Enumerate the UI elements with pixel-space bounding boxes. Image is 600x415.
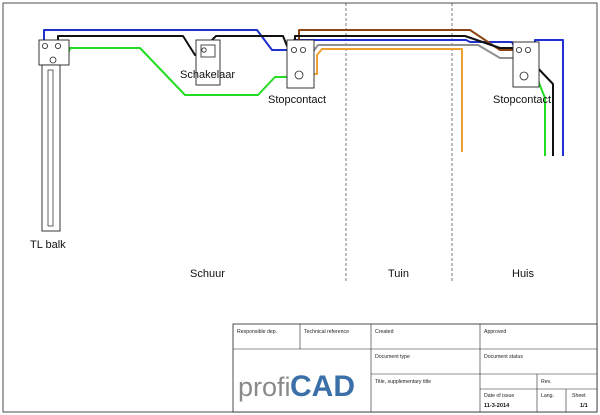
socket-left-terminal-1 [290, 47, 297, 54]
light-switch[interactable]: Schakelaar [180, 39, 235, 86]
lamp-label: TL balk [30, 239, 66, 251]
tb-document-type: Document type [375, 354, 410, 360]
lamp-terminal-earth [49, 56, 57, 64]
socket-right-label: Stopcontact [493, 94, 551, 106]
tb-lang-label: Lang. [541, 393, 554, 399]
zone-label-garden: Tuin [388, 268, 409, 280]
switch-terminal [201, 47, 207, 53]
socket-right-terminal-1 [516, 47, 523, 54]
tb-created: Created [375, 329, 394, 335]
lamp-terminal-l [55, 43, 62, 50]
tb-title-supplementary: Title, supplementary title [375, 379, 431, 385]
socket-left[interactable]: Stopcontact [268, 39, 326, 106]
logo-text-cad: CAD [290, 370, 355, 403]
tb-technical-reference: Technical reference [304, 329, 349, 335]
socket-right[interactable]: Stopcontact [493, 41, 551, 106]
socket-left-earth-terminal [294, 70, 304, 80]
socket-left-label: Stopcontact [268, 94, 326, 106]
title-block: Responsible dep. Technical reference Cre… [232, 323, 598, 413]
zone-label-house: Huis [512, 268, 535, 280]
wire-orange [309, 48, 463, 152]
zone-label-shed: Schuur [190, 268, 225, 280]
socket-left-housing [286, 39, 315, 89]
logo-text-profi: profi [238, 372, 291, 402]
socket-right-earth-terminal [519, 71, 529, 81]
lamp-tube-inner [47, 69, 54, 227]
tb-sheet-label: Sheet [572, 393, 586, 399]
socket-left-terminal-2 [299, 47, 306, 54]
fluorescent-lamp[interactable]: TL balk [30, 39, 70, 251]
tb-responsible-dep: Responsible dep. [237, 329, 277, 335]
title-block-frame [232, 323, 598, 413]
proficad-logo: profi CAD [238, 370, 355, 403]
tb-date-of-issue: 11-3-2014 [484, 403, 510, 409]
lamp-terminal-n [42, 43, 49, 50]
socket-right-terminal-2 [525, 47, 532, 54]
tb-sheet-value: 1/1 [580, 403, 588, 409]
tb-rev-label: Rev. [541, 379, 551, 385]
wire-phase [298, 29, 519, 51]
tb-document-status: Document status [484, 354, 523, 360]
switch-label: Schakelaar [180, 69, 235, 81]
tb-date-of-issue-label: Date of issue [484, 393, 514, 399]
tb-approved: Approved [484, 329, 506, 335]
